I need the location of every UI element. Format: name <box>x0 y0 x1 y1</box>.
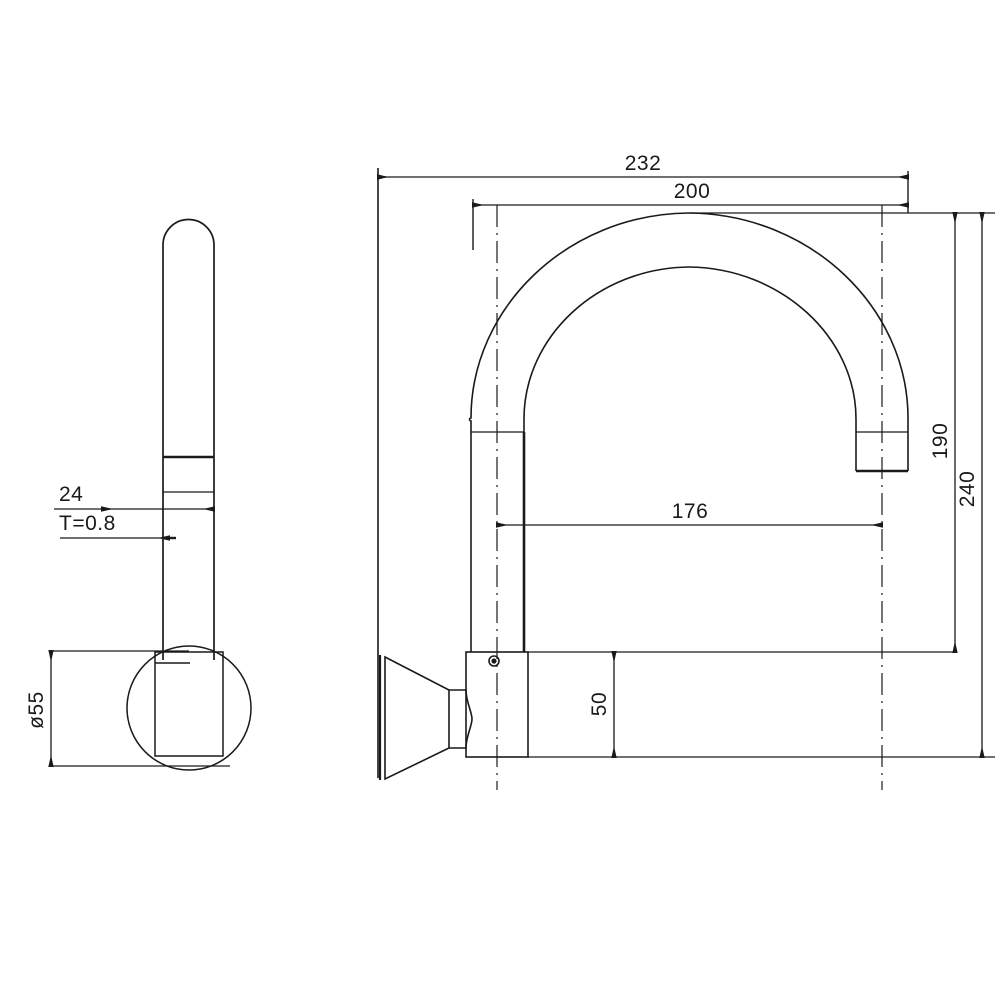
front-view-dimensions: 232 200 190 240 176 50 <box>377 152 995 758</box>
dim-24-label: 24 <box>59 483 83 506</box>
dim-200-label: 200 <box>674 180 711 203</box>
dim-190-label: 190 <box>929 423 952 460</box>
side-view-dimensions: 24 T=0.8 ø55 <box>25 483 230 767</box>
dim-176-label: 176 <box>672 500 709 523</box>
front-elevation-view <box>377 168 995 790</box>
side-view <box>126 218 252 771</box>
dim-240-label: 240 <box>956 471 979 508</box>
side-view-tube-outline <box>162 218 215 660</box>
escutcheon-cone <box>384 655 450 781</box>
grub-screw-outer-circle <box>488 655 500 667</box>
gooseneck-inner-profile <box>523 266 857 432</box>
side-view-flange-circle <box>126 645 252 771</box>
dim-T-label: T=0.8 <box>59 512 116 535</box>
escutcheon-neck <box>449 689 473 749</box>
dim-50-label: 50 <box>588 692 611 716</box>
grub-screw-inner-dot <box>491 658 497 664</box>
body-block <box>465 651 529 758</box>
dim-55-label: ø55 <box>25 691 48 729</box>
gooseneck-outer-profile <box>468 212 909 432</box>
side-view-base-block <box>154 651 224 757</box>
dim-232-label: 232 <box>625 152 662 175</box>
